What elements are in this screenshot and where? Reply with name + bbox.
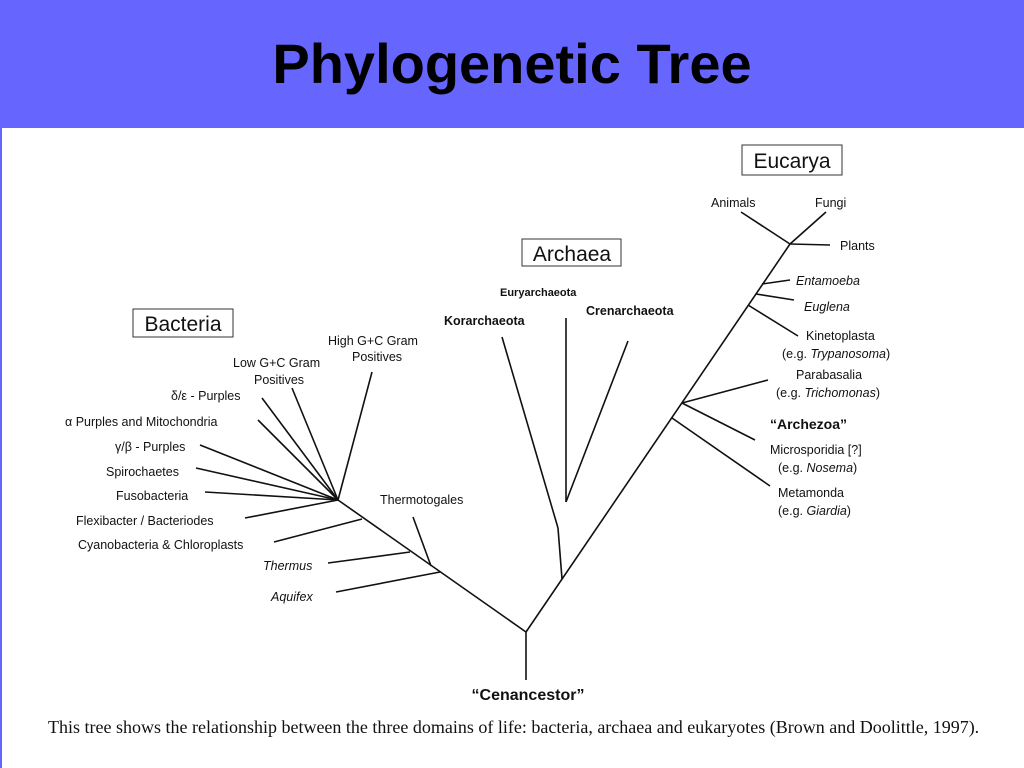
parabasalia-label: Parabasalia bbox=[796, 368, 862, 382]
parabasalia-eg-name: Trichomonas bbox=[805, 386, 876, 400]
high-gc-label-line2: Positives bbox=[352, 350, 402, 364]
eucarya-domain-label: Eucarya bbox=[753, 150, 830, 173]
bacteria-main-branch bbox=[337, 499, 527, 633]
eucarya-box bbox=[741, 144, 843, 176]
thermus-label: Thermus bbox=[263, 559, 312, 573]
kinetoplasta-example: (e.g. Trypanosoma) bbox=[782, 347, 890, 361]
entamoeba-branch bbox=[761, 279, 791, 285]
animals-label: Animals bbox=[711, 196, 755, 210]
alpha-branch bbox=[257, 419, 339, 501]
thermotogales-label: Thermotogales bbox=[380, 493, 463, 507]
fusobacteria-branch bbox=[204, 491, 339, 501]
cyanobacteria-label: Cyanobacteria & Chloroplasts bbox=[78, 538, 243, 552]
eucarya-main-branch bbox=[525, 243, 791, 633]
low-gc-label-line2: Positives bbox=[254, 373, 304, 387]
kinetoplasta-eg-prefix: (e.g. bbox=[782, 347, 811, 361]
euglena-branch bbox=[755, 293, 795, 301]
high-gc-label-line1: High G+C Gram bbox=[328, 334, 418, 348]
metamonda-eg-name: Giardia bbox=[807, 504, 847, 518]
microsporidia-eg-prefix: (e.g. bbox=[778, 461, 807, 475]
archaea-box bbox=[521, 238, 622, 267]
microsporidia-example: (e.g. Nosema) bbox=[778, 461, 857, 475]
title-bar: Phylogenetic Tree bbox=[0, 0, 1024, 128]
korarchaeota-branch bbox=[501, 336, 559, 529]
archezoa-label: “Archezoa” bbox=[770, 416, 847, 432]
kinetoplasta-eg-close: ) bbox=[886, 347, 890, 361]
spirochaetes-label: Spirochaetes bbox=[106, 465, 179, 479]
metamonda-eg-prefix: (e.g. bbox=[778, 504, 807, 518]
microsporidia-eg-close: ) bbox=[853, 461, 857, 475]
aquifex-branch bbox=[335, 571, 441, 593]
cyanobacteria-branch bbox=[273, 518, 363, 543]
slide-border bbox=[0, 128, 2, 768]
crenarchaeota-branch bbox=[565, 340, 629, 503]
fungi-label: Fungi bbox=[815, 196, 846, 210]
flexibacter-branch bbox=[244, 499, 339, 519]
euglena-label: Euglena bbox=[804, 300, 850, 314]
flexibacter-label: Flexibacter / Bacteriodes bbox=[76, 514, 214, 528]
kinetoplasta-eg-name: Trypanosoma bbox=[811, 347, 887, 361]
parabasalia-branch bbox=[681, 379, 769, 404]
delta-epsilon-label: δ/ε - Purples bbox=[171, 389, 241, 403]
thermotogales-branch bbox=[412, 516, 432, 567]
gamma-beta-label: γ/β - Purples bbox=[115, 440, 185, 454]
metamonda-eg-close: ) bbox=[847, 504, 851, 518]
microsporidia-branch bbox=[681, 402, 756, 441]
thermus-branch bbox=[327, 551, 411, 564]
parabasalia-eg-close: ) bbox=[876, 386, 880, 400]
animals-branch bbox=[740, 211, 791, 245]
spirochaetes-branch bbox=[195, 467, 339, 501]
delta-epsilon-branch bbox=[261, 397, 339, 501]
entamoeba-label: Entamoeba bbox=[796, 274, 860, 288]
aquifex-label: Aquifex bbox=[270, 590, 313, 604]
fungi-branch bbox=[789, 211, 827, 245]
microsporidia-eg-name: Nosema bbox=[807, 461, 854, 475]
plants-branch bbox=[789, 243, 831, 246]
archaea-stem bbox=[557, 527, 563, 580]
metamonda-example: (e.g. Giardia) bbox=[778, 504, 851, 518]
microsporidia-label: Microsporidia [?] bbox=[770, 443, 862, 457]
parabasalia-eg-prefix: (e.g. bbox=[776, 386, 805, 400]
alpha-label: α Purples and Mitochondria bbox=[65, 415, 217, 429]
korarchaeota-label: Korarchaeota bbox=[444, 314, 526, 328]
metamonda-branch bbox=[671, 417, 771, 487]
fusobacteria-label: Fusobacteria bbox=[116, 489, 188, 503]
euryarchaeota-label: Euryarchaeota bbox=[500, 287, 577, 299]
low-gc-label-line1: Low G+C Gram bbox=[233, 356, 320, 370]
bacteria-domain-label: Bacteria bbox=[144, 313, 221, 336]
figure-caption: This tree shows the relationship between… bbox=[48, 717, 980, 737]
tree-branches bbox=[195, 211, 831, 680]
gamma-beta-branch bbox=[199, 444, 339, 501]
metamonda-label: Metamonda bbox=[778, 486, 844, 500]
kinetoplasta-label: Kinetoplasta bbox=[806, 329, 875, 343]
low-gc-branch bbox=[291, 387, 339, 501]
crenarchaeota-label: Crenarchaeota bbox=[586, 304, 675, 318]
page-title: Phylogenetic Tree bbox=[272, 32, 752, 95]
cenancestor-label: “Cenancestor” bbox=[472, 687, 585, 704]
archaea-domain-label: Archaea bbox=[533, 243, 612, 266]
high-gc-branch bbox=[337, 371, 373, 501]
kinetoplasta-branch bbox=[747, 304, 799, 337]
bacteria-box bbox=[132, 308, 234, 338]
plants-label: Plants bbox=[840, 239, 875, 253]
parabasalia-example: (e.g. Trichomonas) bbox=[776, 386, 880, 400]
